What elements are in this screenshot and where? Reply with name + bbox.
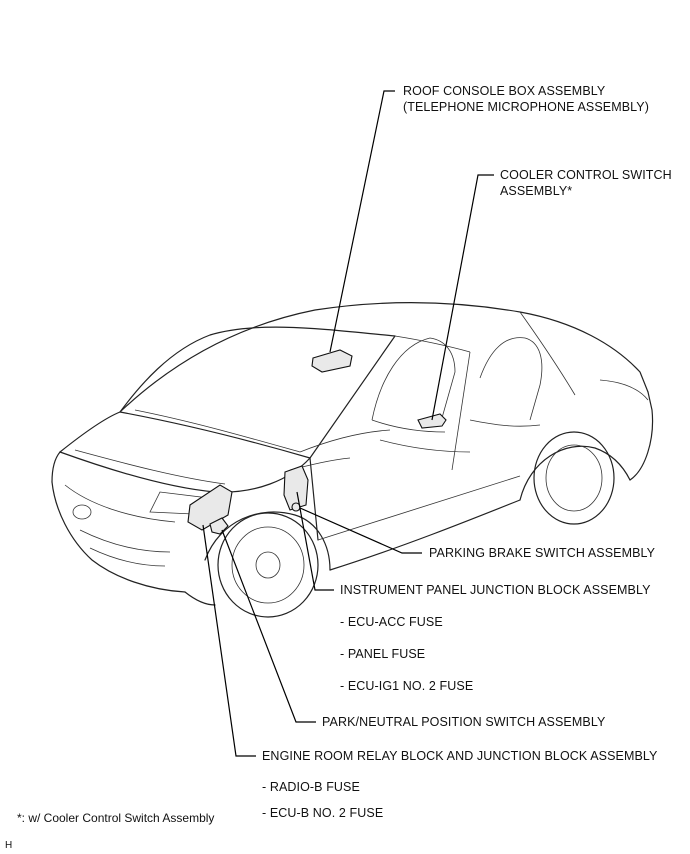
leader-lines <box>202 90 494 757</box>
component-parts <box>187 349 447 535</box>
cooler-switch-label-line2: ASSEMBLY* <box>500 184 573 198</box>
engine-room-fuse-2: - ECU-B NO. 2 FUSE <box>262 806 384 820</box>
cooler-switch-label-line1: COOLER CONTROL SWITCH <box>500 168 672 182</box>
instrument-panel-fuse-2: - PANEL FUSE <box>340 647 426 661</box>
park-neutral-label: PARK/NEUTRAL POSITION SWITCH ASSEMBLY <box>322 715 606 729</box>
corner-mark: H <box>5 840 13 851</box>
roof-console-box-part <box>311 349 353 373</box>
instrument-panel-fuse-1: - ECU-ACC FUSE <box>340 615 443 629</box>
instrument-panel-fuse-3: - ECU-IG1 NO. 2 FUSE <box>340 679 474 693</box>
roof-console-label-line1: ROOF CONSOLE BOX ASSEMBLY <box>403 84 606 98</box>
roof-console-label-line2: (TELEPHONE MICROPHONE ASSEMBLY) <box>403 100 649 114</box>
engine-room-label: ENGINE ROOM RELAY BLOCK AND JUNCTION BLO… <box>262 749 658 763</box>
car-outline <box>51 302 654 618</box>
instrument-panel-label: INSTRUMENT PANEL JUNCTION BLOCK ASSEMBLY <box>340 583 651 597</box>
cooler-control-switch-part <box>417 413 447 429</box>
park-neutral-switch-part <box>209 517 229 535</box>
engine-room-fuse-1: - RADIO-B FUSE <box>262 780 360 794</box>
footnote: *: w/ Cooler Control Switch Assembly <box>17 811 215 825</box>
parking-brake-label: PARKING BRAKE SWITCH ASSEMBLY <box>429 546 656 560</box>
instrument-panel-junction-block-part <box>283 465 309 511</box>
